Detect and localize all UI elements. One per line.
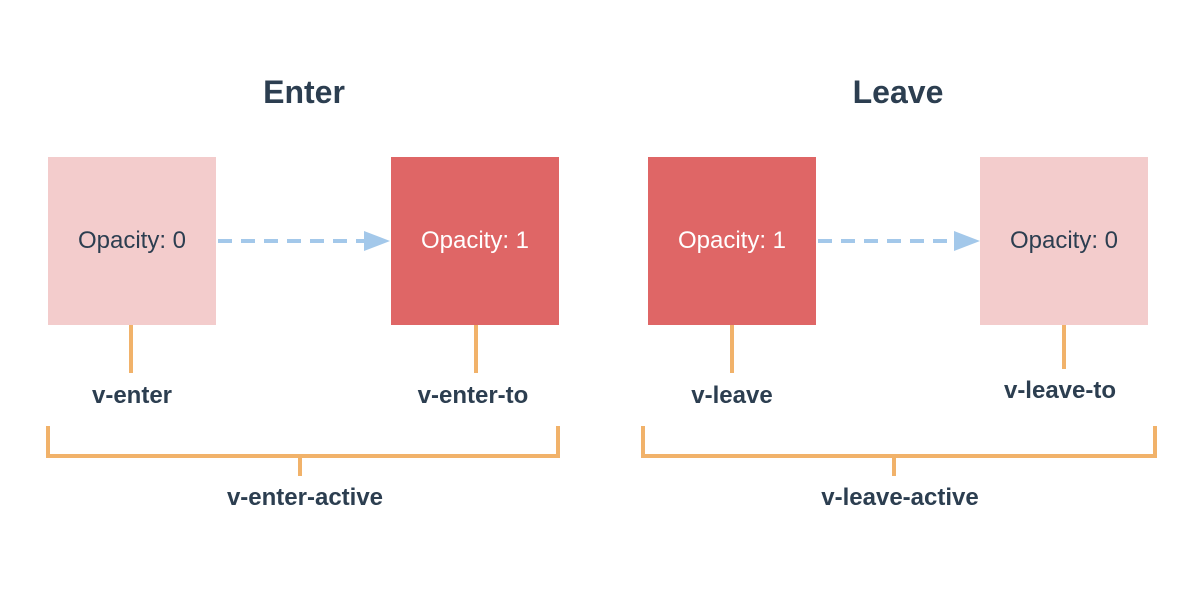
enter-to-label: v-enter-to xyxy=(417,382,529,409)
leave-to-stem xyxy=(1062,325,1066,369)
leave-to-box-label: Opacity: 0 xyxy=(1009,227,1119,254)
leave-from-box-label: Opacity: 1 xyxy=(677,227,787,254)
leave-active-label: v-leave-active xyxy=(821,484,979,511)
leave-active-bracket xyxy=(641,426,1157,476)
enter-active-bracket xyxy=(46,426,560,476)
enter-from-stem xyxy=(129,325,133,373)
leave-title: Leave xyxy=(852,74,944,110)
leave-from-box: Opacity: 1 xyxy=(648,157,816,325)
enter-to-box: Opacity: 1 xyxy=(391,157,559,325)
leave-to-box: Opacity: 0 xyxy=(980,157,1148,325)
enter-to-stem xyxy=(474,325,478,373)
leave-from-stem xyxy=(730,325,734,373)
enter-arrow xyxy=(218,231,390,251)
enter-title: Enter xyxy=(263,74,345,110)
leave-arrow xyxy=(818,231,980,251)
leave-from-label: v-leave xyxy=(691,382,773,409)
enter-from-box: Opacity: 0 xyxy=(48,157,216,325)
enter-to-box-label: Opacity: 1 xyxy=(420,227,530,254)
enter-from-box-label: Opacity: 0 xyxy=(77,227,187,254)
enter-from-label: v-enter xyxy=(91,382,173,409)
leave-to-label: v-leave-to xyxy=(1003,377,1117,404)
enter-active-label: v-enter-active xyxy=(226,484,384,511)
